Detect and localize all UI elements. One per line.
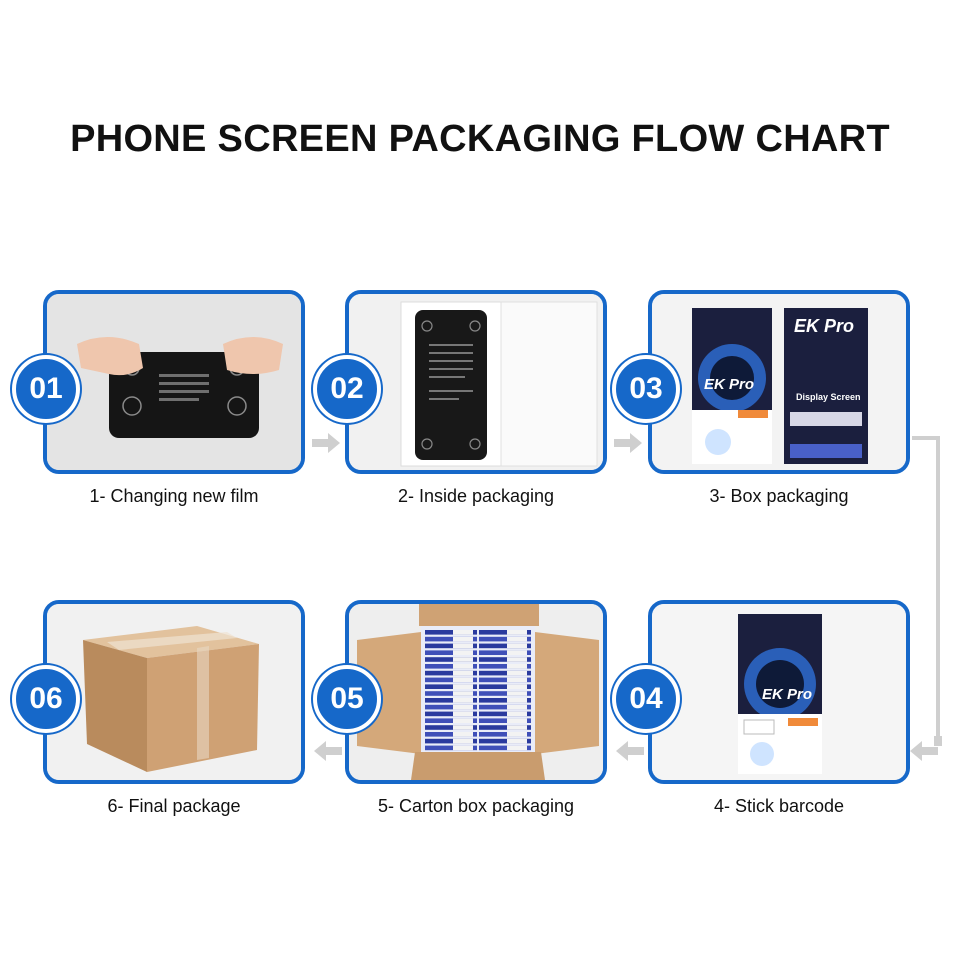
- step-4-caption: 4- Stick barcode: [713, 796, 845, 816]
- step-3-box-label: Display Screen: [796, 392, 861, 402]
- step-5-number-badge: 05: [313, 665, 381, 733]
- step-2-photo: [349, 294, 603, 470]
- step-4-box-brand: EK Pro: [762, 686, 813, 703]
- step-2-number-badge: 02: [313, 355, 381, 423]
- arrow-3-to-4-head: [910, 741, 938, 761]
- step-4-panel: EK Pro: [648, 600, 910, 784]
- arrow-1-to-2: [312, 433, 340, 453]
- arrow-2-to-3: [614, 433, 642, 453]
- step-3-panel: EK Pro EK Pro Display Screen: [648, 290, 910, 474]
- step-6-photo: [47, 604, 301, 780]
- step-2-panel: [345, 290, 607, 474]
- step-4-number-badge: 04: [612, 665, 680, 733]
- arrow-5-to-6: [314, 741, 342, 761]
- step-2-caption: 2- Inside packaging: [397, 486, 555, 506]
- step-1-photo: [47, 294, 301, 470]
- step-6-caption: 6- Final package: [107, 796, 241, 816]
- step-5-panel: [345, 600, 607, 784]
- step-4-photo: [652, 604, 906, 780]
- step-3-photo: [652, 294, 906, 470]
- step-3-number-badge: 03: [612, 355, 680, 423]
- step-1-caption: 1- Changing new film: [89, 486, 259, 506]
- page-title: PHONE SCREEN PACKAGING FLOW CHART: [70, 118, 890, 160]
- step-3-box-brand-back: EK Pro: [794, 316, 855, 336]
- step-1-number-badge: 01: [12, 355, 80, 423]
- step-3-caption: 3- Box packaging: [709, 486, 849, 506]
- step-6-number-badge: 06: [12, 665, 80, 733]
- step-1-panel: [43, 290, 305, 474]
- step-5-photo: [349, 604, 603, 780]
- step-3-box-brand: EK Pro: [704, 376, 755, 393]
- arrow-3-to-4: [912, 436, 942, 746]
- arrow-4-to-5: [616, 741, 644, 761]
- step-5-caption: 5- Carton box packaging: [377, 796, 575, 816]
- step-6-panel: [43, 600, 305, 784]
